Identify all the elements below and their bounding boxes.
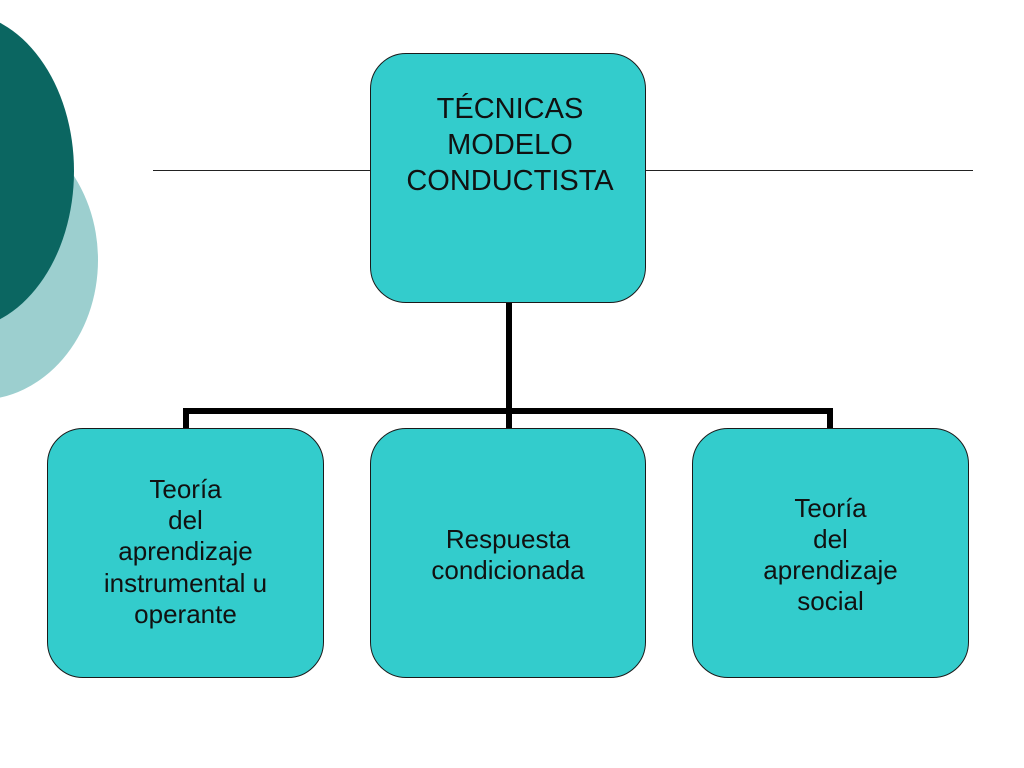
child-node-label: Respuesta condicionada: [431, 523, 585, 585]
root-node: TÉCNICAS MODELO CONDUCTISTA: [370, 53, 646, 303]
title-rule-right: [646, 170, 973, 171]
child-node-label: Teoría del aprendizaje social: [763, 492, 898, 617]
title-rule-left: [153, 170, 370, 171]
child-node-label: Teoría del aprendizaje instrumental u op…: [103, 474, 268, 629]
root-node-label: TÉCNICAS MODELO CONDUCTISTA: [406, 92, 614, 198]
child-node-instrumental-learning: Teoría del aprendizaje instrumental u op…: [47, 428, 324, 678]
child-node-social-learning: Teoría del aprendizaje social: [692, 428, 969, 678]
child-node-conditioned-response: Respuesta condicionada: [370, 428, 646, 678]
